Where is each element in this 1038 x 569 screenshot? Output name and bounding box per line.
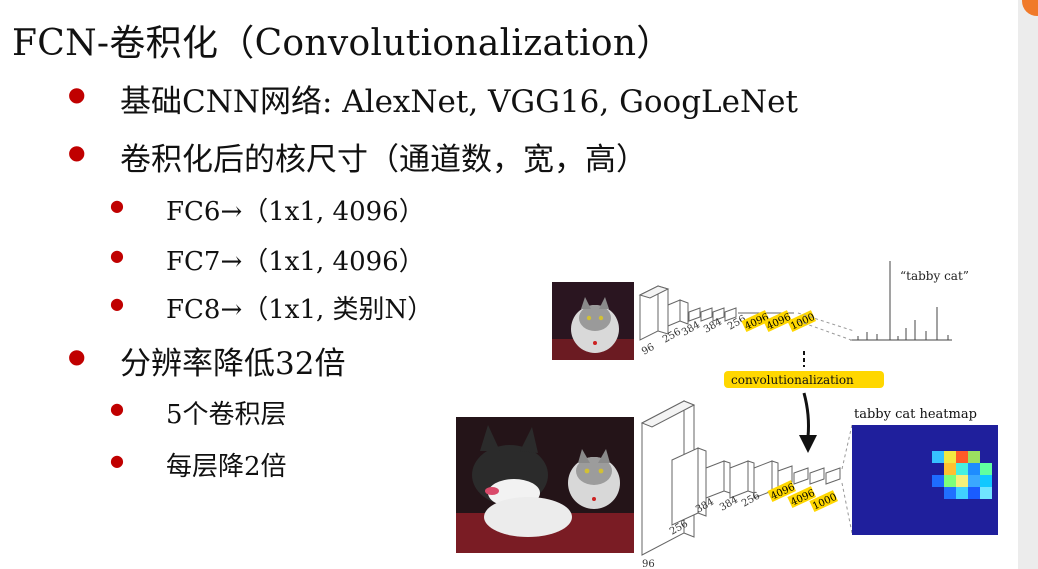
- prediction-bar-plot: [797, 261, 952, 342]
- subbullet-halve-per-layer: ● 每层降2倍: [110, 446, 287, 483]
- bullet-dot: ●: [110, 294, 124, 313]
- bullet-dot: ●: [68, 344, 86, 368]
- dog-cat-photo-bottom: [456, 417, 634, 553]
- subbullet-text: 5个卷积层: [166, 400, 287, 430]
- subbullet-text: 每层降2倍: [166, 452, 287, 482]
- side-strip: [1018, 0, 1038, 569]
- heatmap: [852, 425, 998, 535]
- bullet-dot: ●: [110, 196, 124, 215]
- layer-label: 384: [718, 495, 740, 514]
- bottom-network-stack: [640, 400, 841, 556]
- cat-photo-top: [552, 282, 634, 360]
- heatmap-connectors: [841, 424, 853, 534]
- subbullet-text: FC6→（1x1, 4096）: [166, 197, 425, 227]
- bullet-text: 基础CNN网络: AlexNet, VGG16, GoogLeNet: [120, 84, 798, 120]
- bullet-dot: ●: [110, 399, 124, 418]
- layer-label: 96: [640, 342, 657, 358]
- arrow-down-icon: [799, 435, 817, 453]
- subbullet-text: FC7→（1x1, 4096）: [166, 247, 425, 277]
- corner-badge: [1022, 0, 1038, 16]
- bullet-dot: ●: [110, 451, 124, 470]
- bullet-resolution: ● 分辨率降低32倍: [68, 338, 346, 383]
- bullet-text: 卷积化后的核尺寸（通道数，宽，高）: [120, 142, 647, 178]
- convolutionalization-callout: convolutionalization: [724, 351, 884, 453]
- subbullet-fc6: ● FC6→（1x1, 4096）: [110, 191, 425, 228]
- bullet-kernel-size: ● 卷积化后的核尺寸（通道数，宽，高）: [68, 134, 647, 179]
- bullet-dot: ●: [68, 82, 86, 106]
- subbullet-fc7: ● FC7→（1x1, 4096）: [110, 241, 425, 278]
- subbullet-fc8: ● FC8→（1x1, 类别N）: [110, 289, 434, 326]
- bullet-dot: ●: [110, 246, 124, 265]
- bullet-base-networks: ● 基础CNN网络: AlexNet, VGG16, GoogLeNet: [68, 76, 798, 121]
- prediction-label: “tabby cat”: [900, 269, 969, 283]
- layer-label: 96: [642, 559, 655, 567]
- heatmap-label: tabby cat heatmap: [854, 407, 977, 422]
- subbullet-text: FC8→（1x1, 类别N）: [166, 295, 434, 325]
- bullet-dot: ●: [68, 140, 86, 164]
- slide-title: FCN-卷积化（Convolutionalization）: [12, 23, 673, 64]
- arrow-label: convolutionalization: [731, 373, 854, 387]
- fcn-figure: 96 256 384 384 256 4096 4096 1000: [452, 255, 1008, 567]
- bullet-text: 分辨率降低32倍: [120, 346, 346, 382]
- subbullet-five-layers: ● 5个卷积层: [110, 394, 287, 431]
- top-network-stack: [638, 285, 794, 341]
